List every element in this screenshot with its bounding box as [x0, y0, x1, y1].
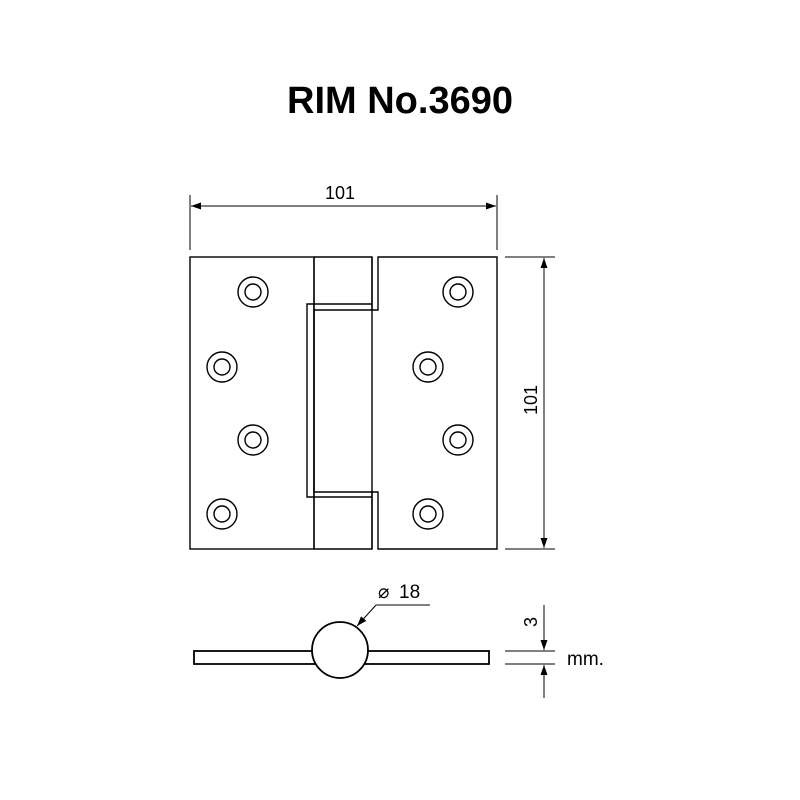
- screw-hole: [206, 498, 238, 530]
- hinge-front-view: [189, 256, 498, 550]
- leaf-recess-outer: [306, 303, 372, 498]
- diameter-leader-arrow: [356, 604, 377, 627]
- diameter-label: 18: [399, 582, 420, 603]
- screw-hole: [412, 498, 444, 530]
- width-dimension: 101: [189, 183, 498, 250]
- hinge-pin-circle: [311, 621, 369, 679]
- thickness-dimension: 3 mm.: [505, 605, 604, 698]
- screw-hole: [412, 351, 444, 383]
- diameter-symbol: ⌀: [378, 582, 389, 603]
- unit-label: mm.: [567, 649, 604, 670]
- screw-hole: [206, 351, 238, 383]
- screw-hole: [442, 424, 474, 456]
- screw-hole: [237, 276, 269, 308]
- screw-hole: [237, 424, 269, 456]
- hinge-left-leaf: [189, 256, 315, 550]
- width-dimension-label: 101: [325, 183, 355, 203]
- leaf-recess-inner: [313, 309, 372, 493]
- hinge-top-view: [193, 621, 490, 679]
- height-dimension: 101: [505, 256, 555, 550]
- drawing-title: RIM No.3690: [287, 80, 513, 122]
- screw-hole: [442, 276, 474, 308]
- thickness-label: 3: [521, 617, 541, 627]
- height-dimension-label: 101: [521, 385, 541, 415]
- pin-diameter-callout: ⌀ 18: [356, 582, 430, 627]
